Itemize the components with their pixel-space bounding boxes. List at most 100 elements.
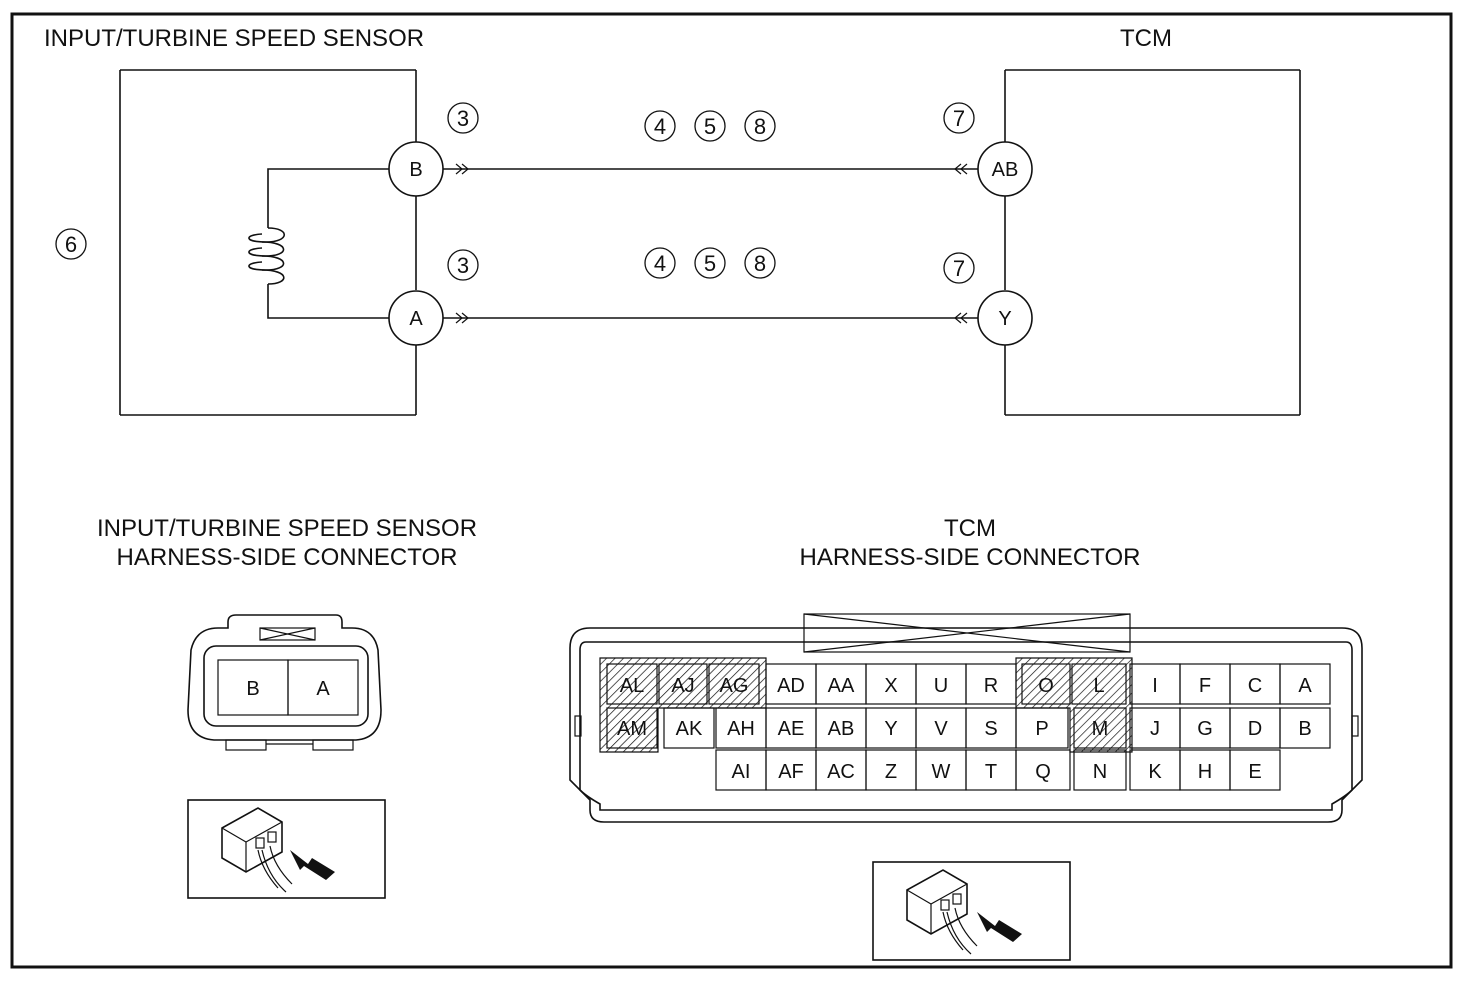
svg-text:AH: AH <box>727 718 755 740</box>
svg-text:M: M <box>1092 718 1109 740</box>
tcm-cell-u: U <box>915 663 967 705</box>
tcm-cell-t: T <box>965 749 1017 791</box>
svg-text:A: A <box>316 678 330 700</box>
tcm-cells-row1: AL AJ AG AD AA X U R O L I F C A <box>606 663 1331 705</box>
svg-text:5: 5 <box>704 114 716 139</box>
callout-sensor-b: 3 <box>447 102 479 134</box>
svg-text:AE: AE <box>778 718 805 740</box>
callout-tcm-ab: 7 <box>943 102 975 134</box>
tcm-cell-y: Y <box>865 707 917 749</box>
tcm-box <box>1004 69 1301 416</box>
chevron-connector-icon <box>455 163 968 324</box>
tcm-connector-title-1: TCM <box>944 515 996 542</box>
svg-text:AA: AA <box>828 675 855 697</box>
callout-sensor-body: 6 <box>55 228 87 260</box>
svg-text:Z: Z <box>885 761 897 783</box>
svg-text:E: E <box>1248 761 1261 783</box>
svg-text:AI: AI <box>732 761 751 783</box>
svg-text:B: B <box>246 678 259 700</box>
tcm-cell-ak: AK <box>663 707 715 749</box>
svg-text:B: B <box>409 159 422 181</box>
svg-text:AB: AB <box>828 718 855 740</box>
svg-text:7: 7 <box>953 256 965 281</box>
tcm-cell-l: L <box>1071 663 1127 705</box>
tcm-cell-h: H <box>1179 749 1231 791</box>
callout-wire-top-2: 5 <box>694 110 726 142</box>
diagram-border <box>10 12 1453 969</box>
tcm-cell-ai: AI <box>715 749 767 791</box>
tcm-title: TCM <box>1120 25 1172 52</box>
callout-wire-bottom-1: 4 <box>644 247 676 279</box>
svg-text:J: J <box>1150 718 1160 740</box>
svg-text:AB: AB <box>992 159 1019 181</box>
callout-wire-top-3: 8 <box>744 110 776 142</box>
tcm-highlight-left <box>599 657 767 753</box>
svg-text:V: V <box>934 718 948 740</box>
svg-text:A: A <box>1298 675 1312 697</box>
svg-text:P: P <box>1035 718 1048 740</box>
tcm-cell-am: AM <box>606 707 658 749</box>
tcm-cells-row2: AM AK AH AE AB Y V S P M J G D B <box>606 707 1331 749</box>
svg-text:3: 3 <box>457 106 469 131</box>
tcm-cell-v: V <box>915 707 967 749</box>
svg-text:F: F <box>1199 675 1211 697</box>
svg-text:6: 6 <box>65 232 77 257</box>
tcm-cell-b: B <box>1279 707 1331 749</box>
sensor-connector-cell-a: A <box>287 659 359 716</box>
svg-text:A: A <box>409 308 423 330</box>
tcm-cell-aa: AA <box>815 663 867 705</box>
svg-text:O: O <box>1038 675 1054 697</box>
svg-text:I: I <box>1152 675 1158 697</box>
svg-text:B: B <box>1298 718 1311 740</box>
tcm-cell-r: R <box>965 663 1017 705</box>
sensor-box <box>119 69 417 416</box>
svg-text:8: 8 <box>754 114 766 139</box>
coil-icon <box>248 168 389 319</box>
sensor-pin-a: A <box>388 290 444 346</box>
tcm-cell-ag: AG <box>708 663 760 705</box>
tcm-cell-x: X <box>865 663 917 705</box>
tcm-cells-row3: AI AF AC Z W T Q N K H E <box>715 749 1281 791</box>
connector-view-icon <box>872 861 1071 961</box>
tcm-cell-af: AF <box>765 749 817 791</box>
svg-text:H: H <box>1198 761 1212 783</box>
sensor-title: INPUT/TURBINE SPEED SENSOR <box>44 25 424 52</box>
svg-text:AJ: AJ <box>671 675 694 697</box>
svg-text:X: X <box>884 675 897 697</box>
svg-text:N: N <box>1093 761 1107 783</box>
tcm-cell-c: C <box>1229 663 1281 705</box>
tcm-cell-d: D <box>1229 707 1281 749</box>
svg-text:K: K <box>1148 761 1162 783</box>
tcm-cell-n: N <box>1073 749 1127 791</box>
tcm-cell-p: P <box>1015 707 1069 749</box>
svg-text:R: R <box>984 675 998 697</box>
tcm-cell-k: K <box>1129 749 1181 791</box>
tcm-cell-a: A <box>1279 663 1331 705</box>
svg-text:T: T <box>985 761 997 783</box>
tcm-cell-j: J <box>1129 707 1181 749</box>
svg-text:U: U <box>934 675 948 697</box>
tcm-cell-w: W <box>915 749 967 791</box>
callout-tcm-y: 7 <box>943 252 975 284</box>
svg-text:L: L <box>1093 675 1104 697</box>
svg-text:AC: AC <box>827 761 855 783</box>
tcm-cell-m: M <box>1073 707 1127 749</box>
tcm-pin-ab: AB <box>977 141 1033 197</box>
tcm-cell-ae: AE <box>765 707 817 749</box>
svg-text:7: 7 <box>953 106 965 131</box>
sensor-connector <box>187 614 382 751</box>
svg-text:4: 4 <box>654 114 666 139</box>
svg-text:D: D <box>1248 718 1262 740</box>
callout-wire-bottom-2: 5 <box>694 247 726 279</box>
callout-wire-top-1: 4 <box>644 110 676 142</box>
tcm-cell-al: AL <box>606 663 658 705</box>
sensor-connector-cell-b: B <box>217 659 289 716</box>
svg-text:W: W <box>932 761 951 783</box>
tcm-cell-g: G <box>1179 707 1231 749</box>
svg-text:AK: AK <box>676 718 703 740</box>
svg-text:5: 5 <box>704 251 716 276</box>
svg-text:AD: AD <box>777 675 805 697</box>
connector-view-icon <box>187 799 386 899</box>
svg-text:AG: AG <box>720 675 749 697</box>
svg-text:AM: AM <box>617 718 647 740</box>
